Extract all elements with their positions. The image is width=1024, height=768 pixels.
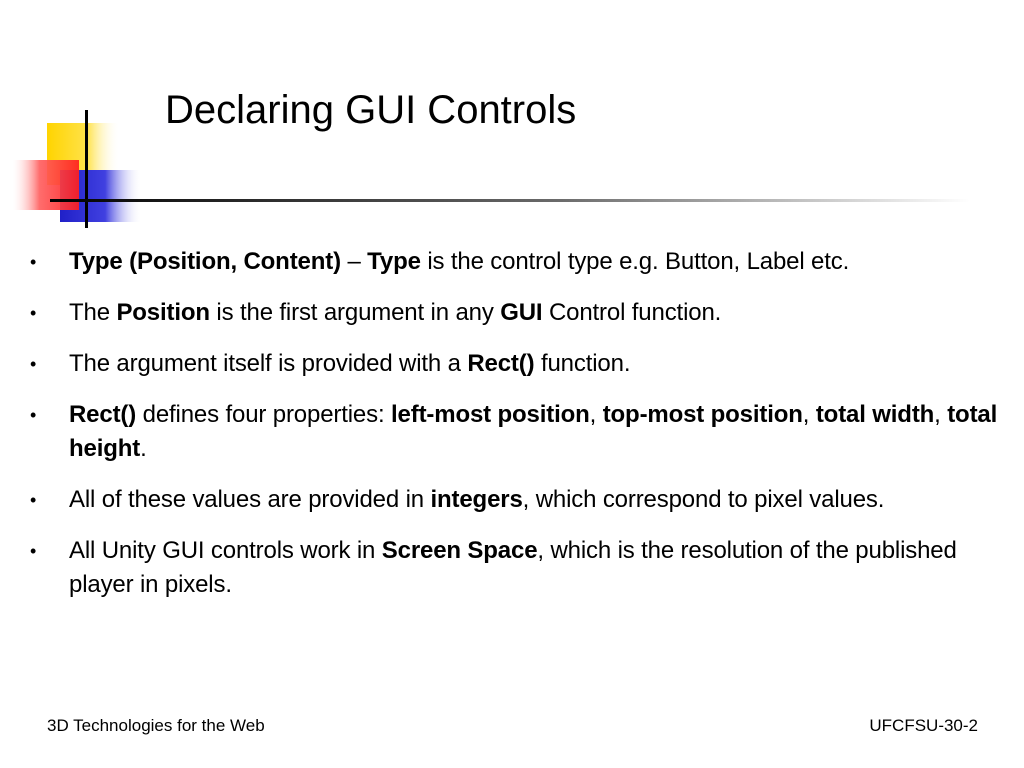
footer-course-title: 3D Technologies for the Web: [47, 716, 265, 735]
bullet-text-run: is the control type e.g. Button, Label e…: [420, 248, 850, 275]
logo-vertical-line: [85, 110, 88, 228]
footer-module-code: UFCFSU-30-2: [869, 716, 978, 735]
bullet-bold-run: Type: [367, 248, 421, 275]
bullet-text: The Position is the first argument in an…: [69, 299, 721, 326]
bullet-text-run: Control function.: [542, 299, 722, 326]
bullet-bold-run: total height: [69, 401, 998, 462]
bullet-text-run: .: [140, 435, 147, 462]
bullet-item: • Rect() defines four properties: left-mo…: [30, 398, 1000, 466]
logo-red-square: [13, 160, 79, 210]
bullet-text: Type (Position, Content) – Type is the c…: [69, 248, 849, 275]
bullet-bold-run: left-most position: [391, 401, 590, 428]
bullet-text-run: –: [340, 248, 368, 275]
bullet-text-run: All Unity GUI controls work in: [69, 537, 382, 564]
slide-title: Declaring GUI Controls: [165, 88, 577, 132]
bullet-dot-icon: •: [30, 405, 37, 425]
bullet-text: The argument itself is provided with a R…: [69, 350, 631, 377]
bullet-item: • All of these values are provided in int…: [30, 483, 1000, 517]
bullet-bold-run: Rect(): [467, 350, 535, 377]
bullet-text-run: function.: [534, 350, 631, 377]
bullet-bold-run: total width: [815, 401, 935, 428]
bullet-bold-run: Screen Space: [381, 537, 538, 564]
bullet-text: All of these values are provided in inte…: [69, 486, 884, 513]
bullet-bold-run: top-most position: [602, 401, 803, 428]
bullet-list: • Type (Position, Content) – Type is the …: [30, 245, 1000, 619]
bullet-bold-run: integers: [430, 486, 523, 513]
logo-yellow-square: [47, 123, 120, 185]
bullet-text-run: The argument itself is provided with a: [69, 350, 468, 377]
bullet-item: • The argument itself is provided with a …: [30, 347, 1000, 381]
bullet-item: • Type (Position, Content) – Type is the …: [30, 245, 1000, 279]
bullet-text-run: The: [69, 299, 117, 326]
bullet-dot-icon: •: [30, 490, 37, 510]
bullet-dot-icon: •: [30, 354, 37, 374]
bullet-text: All Unity GUI controls work in Screen Sp…: [69, 537, 957, 598]
bullet-text-run: ,: [934, 401, 948, 428]
bullet-item: • The Position is the first argument in a…: [30, 296, 1000, 330]
bullet-dot-icon: •: [30, 541, 37, 561]
bullet-text: Rect() defines four properties: left-mos…: [69, 401, 997, 462]
bullet-text-run: ,: [589, 401, 603, 428]
bullet-text-run: , which is the resolution of the publish…: [69, 537, 957, 598]
title-underline-rule: [50, 199, 970, 202]
bullet-text-run: defines four properties:: [136, 401, 392, 428]
bullet-text-run: All of these values are provided in: [69, 486, 431, 513]
bullet-bold-run: GUI: [500, 299, 543, 326]
bullet-dot-icon: •: [30, 303, 37, 323]
bullet-bold-run: Rect(): [69, 401, 137, 428]
bullet-text-run: is the first argument in any: [209, 299, 501, 326]
bullet-text-run: , which correspond to pixel values.: [522, 486, 885, 513]
logo-blue-square: [60, 170, 142, 222]
bullet-dot-icon: •: [30, 252, 37, 272]
bullet-text-run: ,: [802, 401, 816, 428]
bullet-item: • All Unity GUI controls work in Screen S…: [30, 534, 1000, 602]
bullet-bold-run: Type (Position, Content): [69, 248, 341, 275]
bullet-bold-run: Position: [116, 299, 210, 326]
